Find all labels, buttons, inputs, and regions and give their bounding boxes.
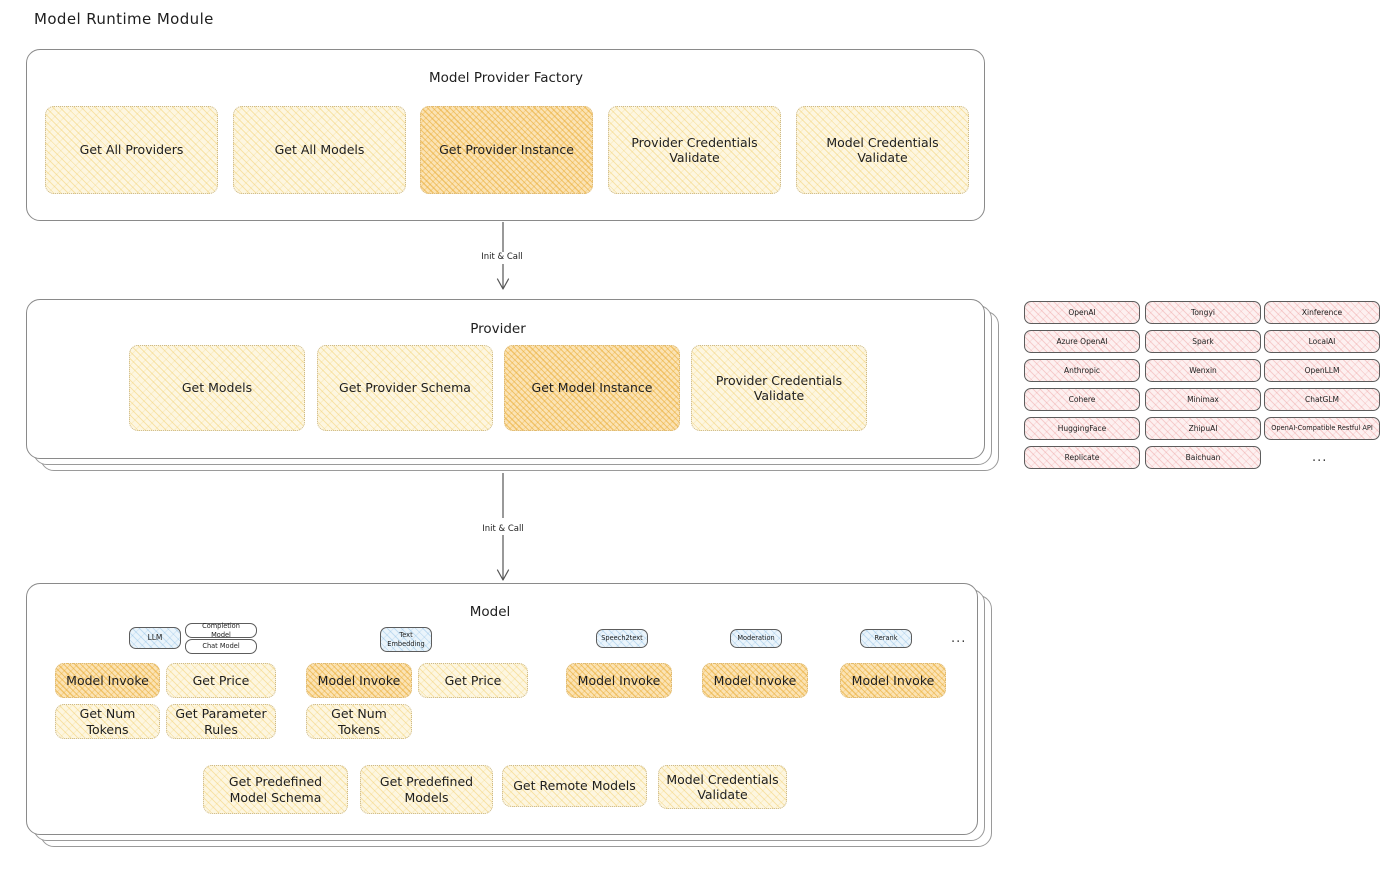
provider-list-more: ... — [1312, 450, 1328, 465]
model-types-more: ... — [951, 631, 967, 646]
model-title: Model — [469, 604, 511, 620]
provider-title: Provider — [470, 321, 526, 337]
factory-node-get-all-models[interactable]: Get All Models — [233, 106, 406, 194]
model-node-get-remote-models[interactable]: Get Remote Models — [502, 765, 647, 807]
text-embedding-node-model-invoke[interactable]: Model Invoke — [306, 663, 412, 698]
rerank-node-model-invoke[interactable]: Model Invoke — [840, 663, 946, 698]
provider-pill-replicate[interactable]: Replicate — [1024, 446, 1140, 469]
provider-node-get-provider-schema[interactable]: Get Provider Schema — [317, 345, 493, 431]
model-type-moderation[interactable]: Moderation — [730, 629, 782, 648]
provider-pill-zhipuai[interactable]: ZhipuAI — [1145, 417, 1261, 440]
factory-node-get-provider-instance[interactable]: Get Provider Instance — [420, 106, 593, 194]
text-embedding-node-get-price[interactable]: Get Price — [418, 663, 528, 698]
provider-pill-openai[interactable]: OpenAI — [1024, 301, 1140, 324]
provider-pill-cohere[interactable]: Cohere — [1024, 388, 1140, 411]
factory-node-model-credentials-validate[interactable]: Model Credentials Validate — [796, 106, 969, 194]
moderation-node-model-invoke[interactable]: Model Invoke — [702, 663, 808, 698]
model-node-model-credentials-validate[interactable]: Model Credentials Validate — [658, 765, 787, 809]
model-node-get-predefined-model-schema[interactable]: Get Predefined Model Schema — [203, 765, 348, 814]
page-title: Model Runtime Module — [34, 10, 214, 28]
provider-pill-baichuan[interactable]: Baichuan — [1145, 446, 1261, 469]
model-type-speech2text[interactable]: Speech2text — [596, 629, 648, 648]
model-provider-factory-title: Model Provider Factory — [428, 70, 584, 86]
provider-pill-openllm[interactable]: OpenLLM — [1264, 359, 1380, 382]
model-type-text-embedding[interactable]: Text Embedding — [380, 627, 432, 652]
provider-pill-anthropic[interactable]: Anthropic — [1024, 359, 1140, 382]
provider-pill-minimax[interactable]: Minimax — [1145, 388, 1261, 411]
factory-node-provider-credentials-validate[interactable]: Provider Credentials Validate — [608, 106, 781, 194]
model-type-llm[interactable]: LLM — [129, 627, 181, 649]
provider-pill-localai[interactable]: LocalAI — [1264, 330, 1380, 353]
llm-node-get-parameter-rules[interactable]: Get Parameter Rules — [166, 704, 276, 739]
arrow-label-init-and-call-2: Init & Call — [482, 524, 524, 534]
provider-pill-azure-openai[interactable]: Azure OpenAI — [1024, 330, 1140, 353]
provider-pill-xinference[interactable]: Xinference — [1264, 301, 1380, 324]
model-node-get-predefined-models[interactable]: Get Predefined Models — [360, 765, 493, 814]
provider-node-get-model-instance[interactable]: Get Model Instance — [504, 345, 680, 431]
arrow-factory-to-provider — [478, 222, 528, 292]
provider-pill-huggingface[interactable]: HuggingFace — [1024, 417, 1140, 440]
provider-node-provider-credentials-validate[interactable]: Provider Credentials Validate — [691, 345, 867, 431]
provider-pill-tongyi[interactable]: Tongyi — [1145, 301, 1261, 324]
provider-node-get-models[interactable]: Get Models — [129, 345, 305, 431]
provider-pill-chatglm[interactable]: ChatGLM — [1264, 388, 1380, 411]
provider-pill-openai-compatible-restful-api[interactable]: OpenAI-Compatible Restful API — [1264, 417, 1380, 440]
model-type-rerank[interactable]: Rerank — [860, 629, 912, 648]
speech2text-node-model-invoke[interactable]: Model Invoke — [566, 663, 672, 698]
model-subtype-completion-model[interactable]: Completion Model — [185, 622, 257, 639]
provider-pill-wenxin[interactable]: Wenxin — [1145, 359, 1261, 382]
arrow-label-init-and-call-1: Init & Call — [481, 252, 523, 262]
llm-node-get-num-tokens[interactable]: Get Num Tokens — [55, 704, 160, 739]
llm-node-get-price[interactable]: Get Price — [166, 663, 276, 698]
provider-pill-spark[interactable]: Spark — [1145, 330, 1261, 353]
model-subtype-chat-model[interactable]: Chat Model — [185, 639, 257, 654]
arrow-provider-to-model — [478, 473, 528, 583]
llm-node-model-invoke[interactable]: Model Invoke — [55, 663, 160, 698]
text-embedding-node-get-num-tokens[interactable]: Get Num Tokens — [306, 704, 412, 739]
factory-node-get-all-providers[interactable]: Get All Providers — [45, 106, 218, 194]
